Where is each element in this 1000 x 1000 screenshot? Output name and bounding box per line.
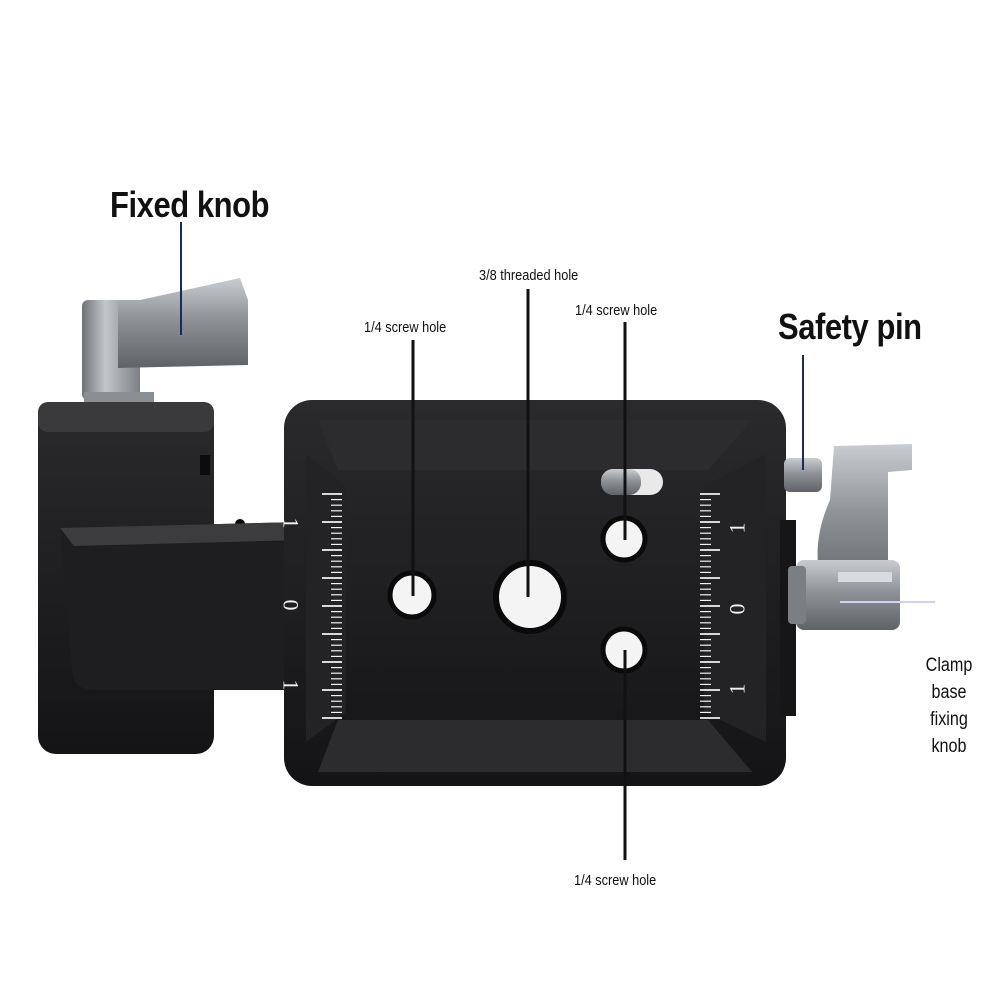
- label-screw-hole-right: 1/4 screw hole: [575, 302, 658, 319]
- safety-pin-slot: [601, 469, 663, 495]
- scale-left-bottom: 1: [278, 679, 304, 691]
- label-safety-pin: Safety pin: [778, 306, 922, 347]
- scale-right: [700, 493, 720, 719]
- label-screw-hole-left: 1/4 screw hole: [364, 319, 447, 336]
- label-screw-hole-bottom: 1/4 screw hole: [574, 872, 657, 889]
- leader-lines: [180, 222, 935, 860]
- scale-left-middle: 0: [278, 599, 304, 611]
- label-fixed-knob: Fixed knob: [110, 184, 270, 225]
- scale-right-bottom: 1: [724, 683, 750, 695]
- connecting-arm: [60, 522, 300, 690]
- scale-left: [322, 493, 342, 719]
- scale-left-top: 1: [278, 517, 304, 529]
- clamp-fixing-knob: [788, 444, 912, 630]
- label-threaded-hole: 3/8 threaded hole: [479, 267, 579, 284]
- safety-pin: [784, 458, 822, 492]
- fixed-knob: [82, 278, 248, 408]
- label-clamp-knob-line1: Clamp: [925, 655, 973, 676]
- label-clamp-knob-line4: knob: [931, 736, 967, 757]
- scale-right-top: 1: [724, 522, 750, 534]
- label-clamp-knob-line2: base: [931, 682, 967, 703]
- label-clamp-knob: Clamp base fixing knob: [911, 652, 988, 760]
- threaded-hole: [493, 560, 567, 634]
- label-clamp-knob-line3: fixing: [930, 709, 968, 730]
- plate-holes: [387, 515, 648, 674]
- scale-right-middle: 0: [724, 603, 750, 615]
